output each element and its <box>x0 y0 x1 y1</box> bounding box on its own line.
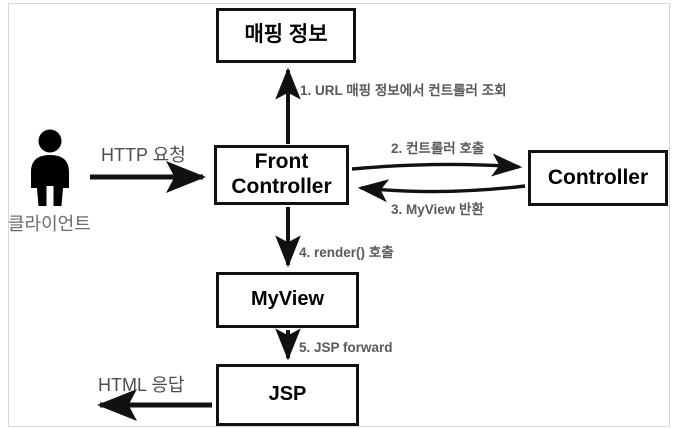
label-client: 클라이언트 <box>8 214 91 234</box>
label-step1-mapping-lookup: 1. URL 매핑 정보에서 컨트롤러 조회 <box>300 83 507 98</box>
node-mapping-info[interactable]: 매핑 정보 <box>216 8 356 63</box>
label-step4-render-call: 4. render() 호출 <box>299 245 394 260</box>
node-front-controller-label: Front Controller <box>231 150 331 200</box>
node-jsp[interactable]: JSP <box>216 364 359 426</box>
node-jsp-label: JSP <box>268 383 307 406</box>
label-http-request: HTTP 요청 <box>101 145 186 165</box>
arrow-step3-myview-return <box>357 179 526 203</box>
label-step5-jsp-forward: 5. JSP forward <box>299 340 393 355</box>
person-icon <box>31 129 69 206</box>
node-front-controller-label-line1: Front <box>254 150 309 174</box>
label-html-response: HTML 응답 <box>98 375 185 395</box>
node-myview-label: MyView <box>251 288 324 311</box>
node-myview[interactable]: MyView <box>216 272 359 328</box>
label-step2-controller-call: 2. 컨트롤러 호출 <box>391 141 485 156</box>
node-front-controller[interactable]: Front Controller <box>214 145 349 205</box>
node-front-controller-label-line2: Controller <box>231 175 332 198</box>
arrow-step2-controller-call <box>351 153 523 177</box>
node-controller-label: Controller <box>547 165 649 189</box>
label-step3-myview-return: 3. MyView 반환 <box>391 202 484 217</box>
node-mapping-info-label: 매핑 정보 <box>244 23 328 47</box>
node-controller[interactable]: Controller <box>528 150 668 206</box>
